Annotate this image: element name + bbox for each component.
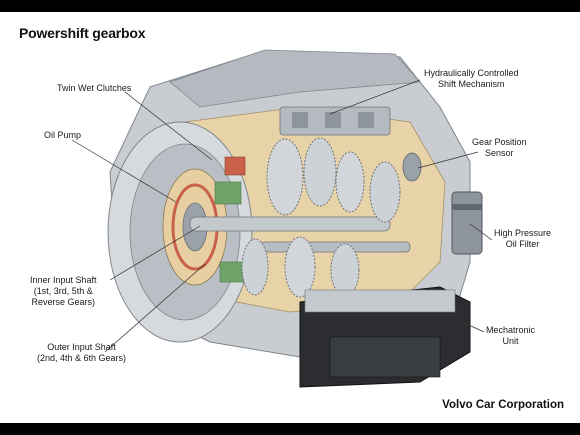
leader-oil-filter (469, 223, 493, 241)
label-inner-input-shaft: Inner Input Shaft (1st, 3rd, 5th & Rever… (30, 275, 97, 307)
oil-filter-band (452, 204, 482, 210)
clutch-plate-red (224, 156, 246, 176)
leader-hydraulic-shift (329, 79, 421, 115)
gear-5 (284, 236, 316, 298)
shift-fork-3 (358, 112, 374, 128)
gear-1 (266, 138, 304, 216)
label-oil-pump: Oil Pump (44, 130, 82, 140)
label-hydraulic-shift: Hydraulically Controlled Shift Mechanism (424, 68, 519, 89)
housing-top (169, 49, 421, 108)
gearbox-illustration (71, 49, 493, 388)
label-outer-input-shaft: Outer Input Shaft (2nd, 4th & 6th Gears) (37, 342, 127, 363)
label-gear-position-sensor: Gear Position Sensor (472, 137, 527, 158)
label-mechatronic: Mechatronic Unit (486, 325, 536, 346)
shift-fork-2 (325, 112, 341, 128)
label-oil-filter: High Pressure Oil Filter (494, 228, 552, 249)
diagram-slide: Powershift gearbox (0, 12, 580, 423)
mechatronic-face (329, 336, 441, 378)
credit-text: Volvo Car Corporation (442, 399, 564, 411)
leader-gear-position-sensor (417, 151, 479, 169)
gear-3 (335, 151, 365, 213)
label-twin-wet-clutches: Twin Wet Clutches (57, 83, 132, 93)
leader-mechatronic (444, 313, 485, 333)
mechatronic-top (304, 289, 456, 313)
gear-7 (241, 238, 269, 296)
clutch-plate-green-upper (214, 181, 242, 205)
leader-twin-wet-clutches (124, 91, 213, 161)
leader-outer-input-shaft (104, 263, 206, 353)
diagram-title: Powershift gearbox (19, 25, 146, 41)
gear-6 (330, 243, 360, 297)
leader-oil-pump (71, 139, 177, 203)
oil-filter (451, 191, 483, 255)
gear-2 (303, 137, 337, 207)
leader-inner-input-shaft (109, 225, 201, 281)
gear-position-sensor (402, 152, 422, 182)
shift-fork-1 (292, 112, 308, 128)
output-shaft (259, 241, 411, 253)
input-shaft (189, 216, 391, 232)
gear-4 (369, 161, 401, 223)
